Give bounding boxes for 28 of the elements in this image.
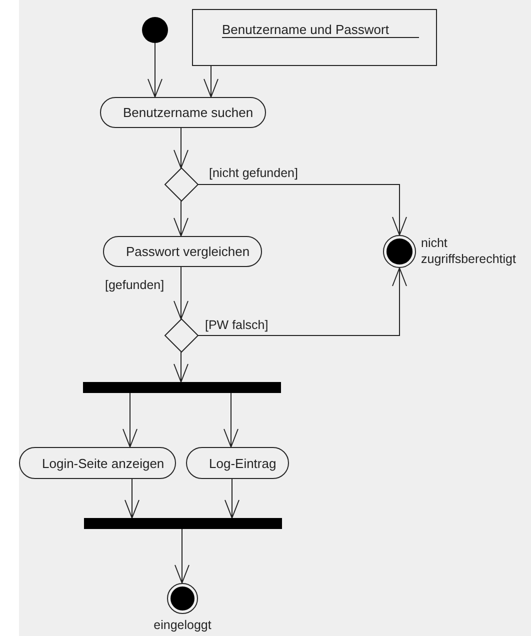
final-state-label: nicht zugriffsberechtigt xyxy=(421,235,517,267)
final-state-label: eingeloggt xyxy=(152,617,212,633)
action-node xyxy=(103,236,262,267)
object-label: Benutzername und Passwort xyxy=(222,22,419,38)
arrow xyxy=(174,528,190,584)
arrow xyxy=(148,42,162,98)
guard-label: [gefunden] xyxy=(105,278,164,292)
arrow xyxy=(174,266,188,320)
arrow xyxy=(198,268,407,336)
guard-label: [nicht gefunden] xyxy=(209,166,298,180)
arrow xyxy=(174,128,188,168)
action-label: Benutzername suchen xyxy=(122,105,254,120)
action-node xyxy=(186,447,289,479)
arrow xyxy=(174,352,188,382)
action-label: Login-Seite anzeigen xyxy=(41,456,164,470)
arrow xyxy=(124,478,140,518)
arrow xyxy=(224,478,240,518)
arrow xyxy=(174,200,188,236)
arrow xyxy=(122,392,138,448)
arrow xyxy=(198,184,407,236)
arrow xyxy=(204,66,218,98)
guard-label: [PW falsch] xyxy=(205,318,268,332)
object-box xyxy=(192,9,437,66)
action-node xyxy=(19,447,176,479)
arrow xyxy=(224,392,238,448)
action-label: Passwort vergleichen xyxy=(125,244,250,259)
action-label: Log-Eintrag xyxy=(208,456,276,470)
action-node xyxy=(100,97,266,128)
